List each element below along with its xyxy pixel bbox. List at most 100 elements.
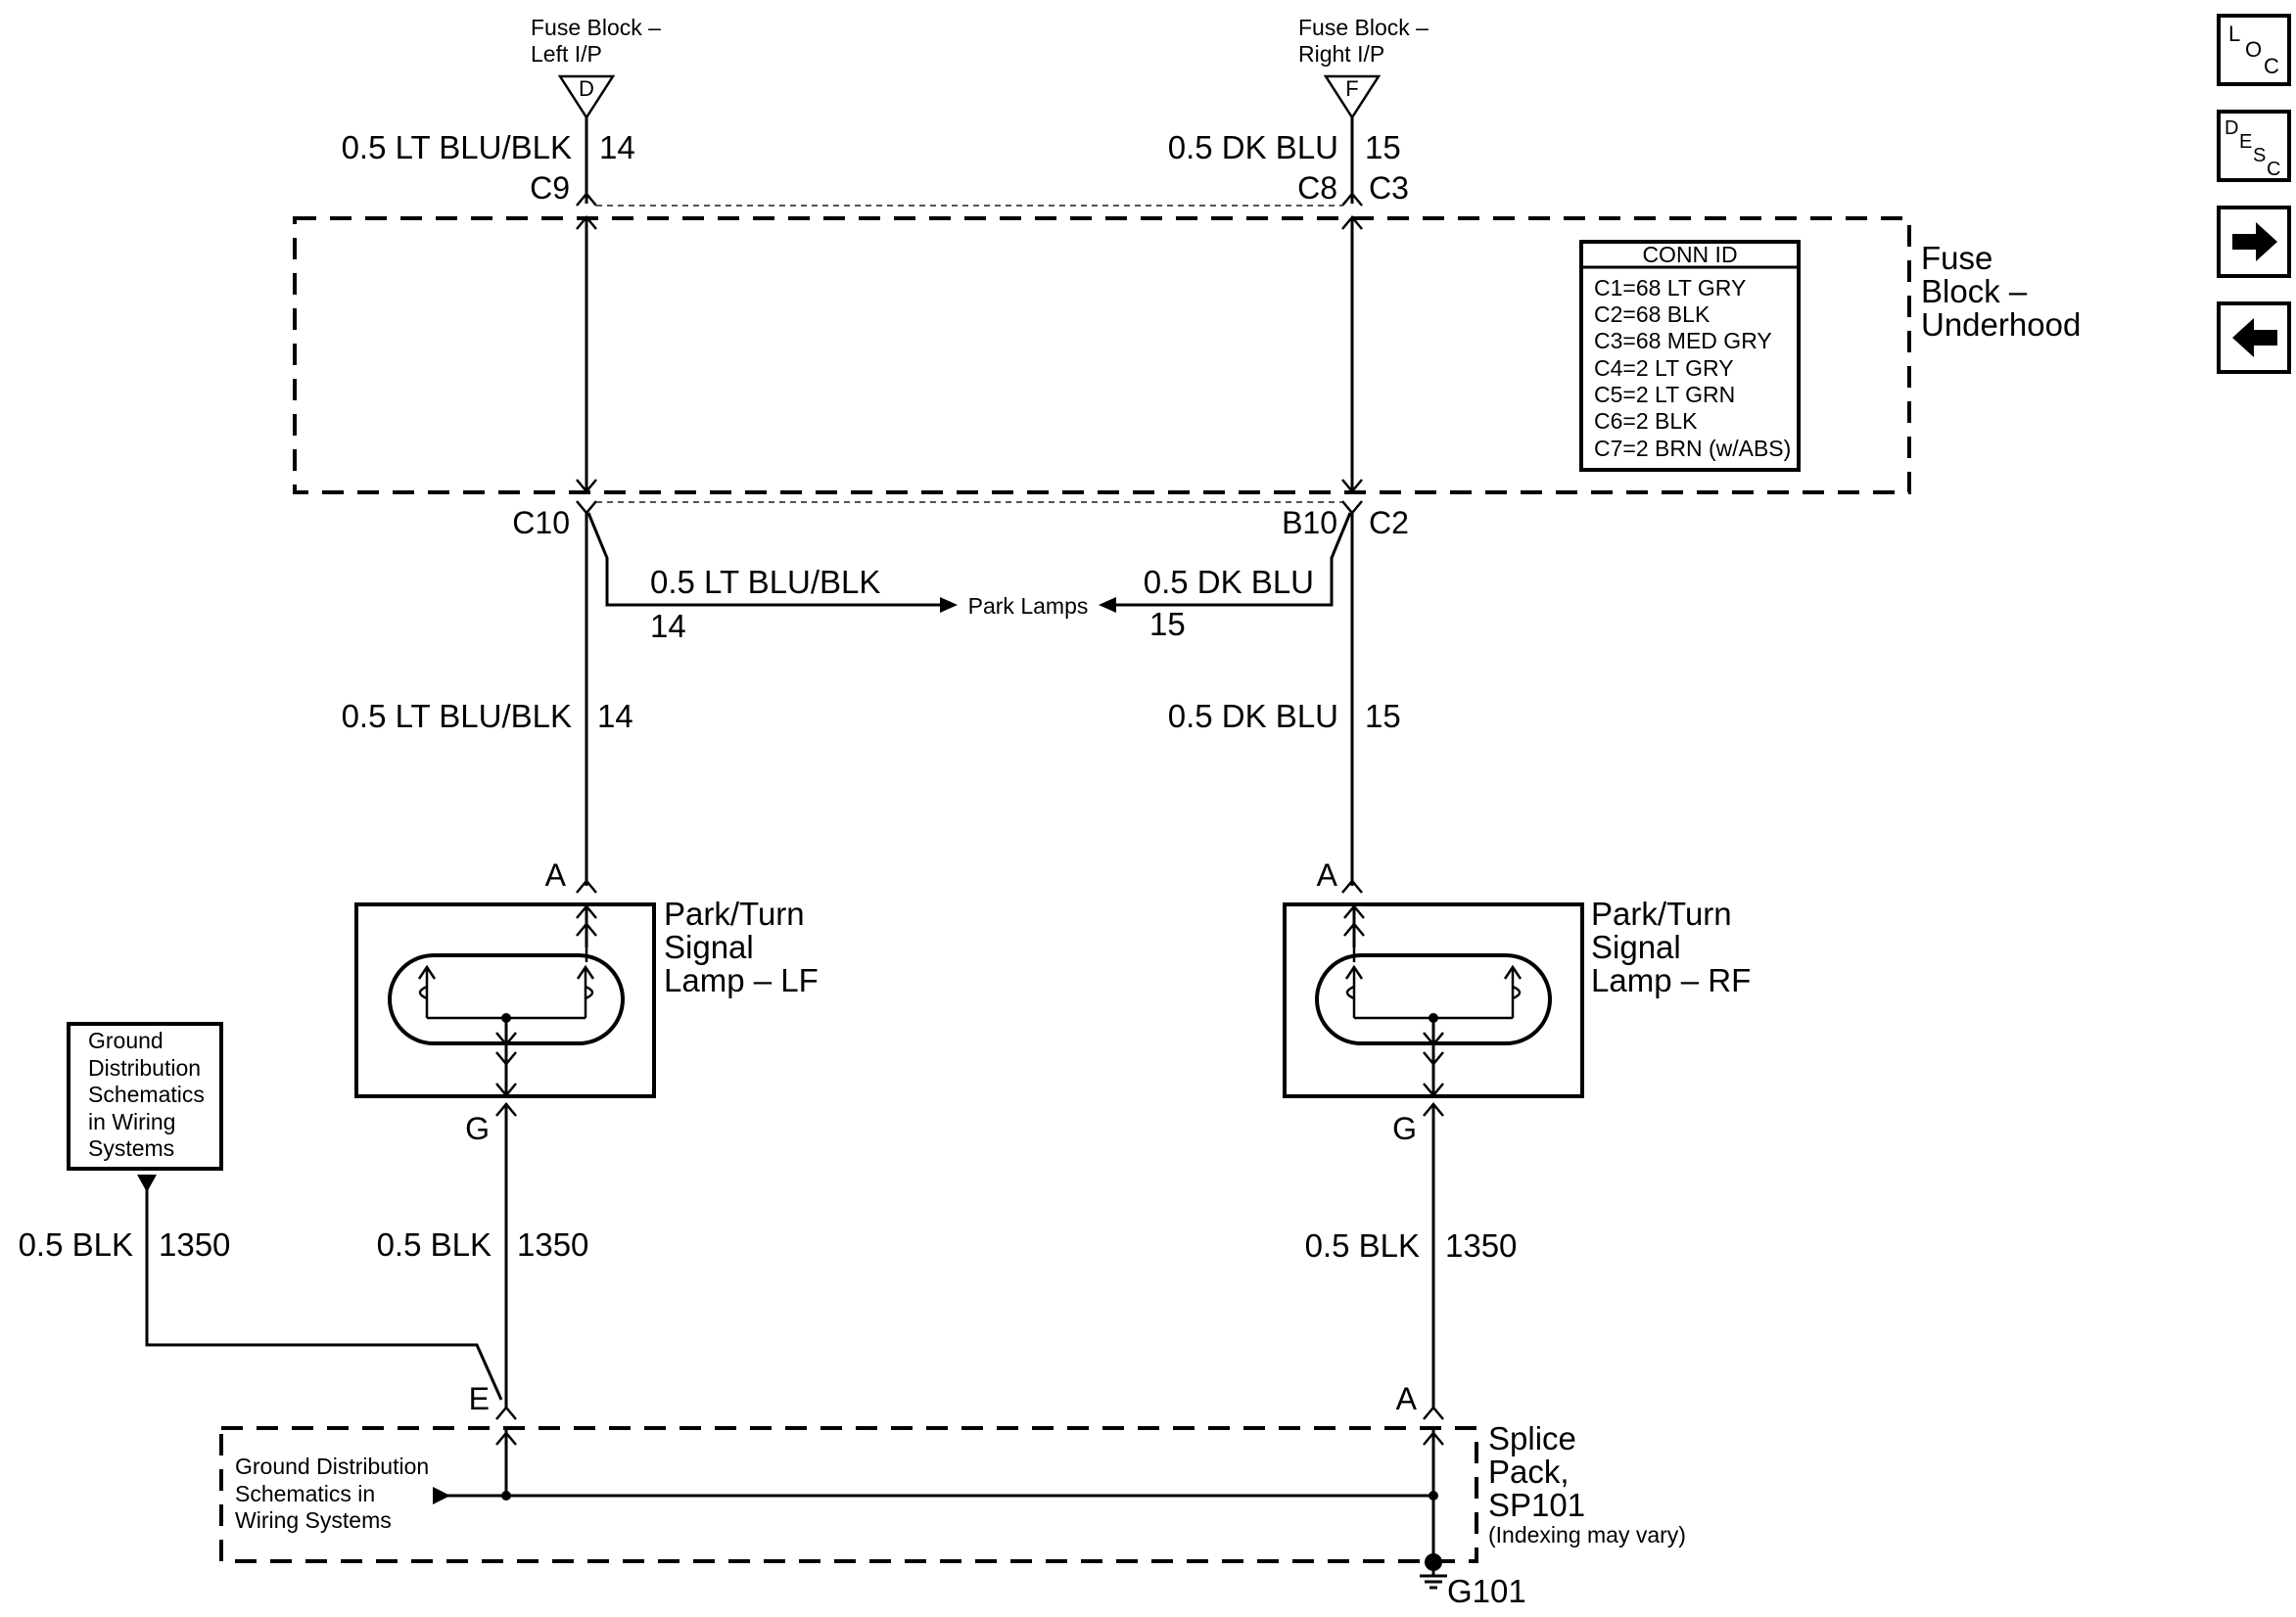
fuse-left-line2: Left I/P bbox=[531, 41, 602, 67]
pin-symbol-icon bbox=[576, 879, 597, 894]
loc-letter: O bbox=[2245, 37, 2262, 62]
wire-top-left-spec: 0.5 LT BLU/BLK bbox=[342, 129, 572, 165]
wire-gnd-far-left-spec: 0.5 BLK bbox=[19, 1226, 133, 1263]
arrow-up-icon bbox=[1343, 904, 1365, 919]
arrow-down-icon bbox=[1341, 479, 1363, 493]
ground-dist-line: Ground bbox=[88, 1028, 164, 1053]
lamp-rf-pin-a: A bbox=[1317, 857, 1338, 893]
fuse-source-left: Fuse Block – Left I/P D bbox=[531, 15, 661, 120]
arrow-down-icon bbox=[1423, 1032, 1444, 1046]
conn-id-row: C3=68 MED GRY bbox=[1594, 328, 1772, 353]
conn-id-row: C6=2 BLK bbox=[1594, 408, 1698, 434]
wire-top-right-spec: 0.5 DK BLU bbox=[1168, 129, 1338, 165]
lamp-rf-line2: Signal bbox=[1591, 929, 1681, 965]
splice-pack-note: (Indexing may vary) bbox=[1488, 1522, 1686, 1548]
arrow-up-icon bbox=[1423, 1431, 1444, 1446]
lamp-lf: A Park/Turn Signal Lamp – LF G bbox=[354, 857, 819, 1146]
wire-top-right-circuit: 15 bbox=[1365, 129, 1401, 165]
arrow-down-icon bbox=[576, 479, 597, 493]
ground-splice-dot-icon bbox=[1425, 1553, 1442, 1571]
fuse-right-line2: Right I/P bbox=[1298, 41, 1384, 67]
desc-button-frame[interactable] bbox=[2217, 110, 2291, 182]
arrow-down-icon bbox=[1423, 1051, 1444, 1066]
connector-c10-symbol-icon bbox=[576, 500, 597, 515]
splice-ground-reference[interactable]: Ground Distribution Schematics in Wiring… bbox=[235, 1454, 429, 1533]
arrow-up-icon bbox=[417, 964, 437, 980]
filament-coil-icon bbox=[418, 985, 428, 1000]
fuse-block-underhood-line1: Fuse bbox=[1921, 240, 1992, 276]
lamp-rf-line1: Park/Turn bbox=[1591, 896, 1732, 932]
connector-b10: B10 bbox=[1282, 505, 1337, 540]
splice-ground-ref-line[interactable]: Ground Distribution bbox=[235, 1454, 429, 1479]
conn-id-row: C7=2 BRN (w/ABS) bbox=[1594, 436, 1791, 461]
lamp-rf: A Park/Turn Signal Lamp – RF G bbox=[1283, 857, 1751, 1146]
lamp-rf-filament-icon bbox=[1352, 947, 1515, 1020]
splice-ground-ref-line[interactable]: Schematics in bbox=[235, 1481, 375, 1506]
park-lamps-wire-right bbox=[1116, 512, 1352, 607]
desc-letter: C bbox=[2267, 159, 2280, 180]
connector-c2: C2 bbox=[1369, 505, 1409, 540]
filament-coil-icon bbox=[585, 985, 594, 1000]
arrow-up-icon bbox=[495, 1431, 517, 1446]
wire-gnd-right-circuit: 1350 bbox=[1445, 1227, 1517, 1264]
arrow-down-icon bbox=[495, 1032, 517, 1046]
ground-distribution-box[interactable] bbox=[67, 1022, 223, 1171]
prev-button[interactable] bbox=[2217, 301, 2291, 374]
conn-id-title: CONN ID bbox=[1642, 242, 1737, 267]
arrow-up-icon bbox=[576, 215, 597, 230]
desc-button[interactable]: D E S C bbox=[2217, 110, 2291, 182]
arrow-up-icon bbox=[1343, 922, 1365, 937]
fuse-left-line1: Fuse Block – bbox=[531, 15, 661, 40]
lamp-rf-line3: Lamp – RF bbox=[1591, 962, 1751, 998]
arrow-right-icon bbox=[2232, 222, 2277, 261]
ground-dist-line: Distribution bbox=[88, 1055, 201, 1081]
ground-dist-line: Systems bbox=[88, 1135, 174, 1161]
ground-g101: G101 bbox=[1420, 1553, 1526, 1609]
lamp-rf-pin-g: G bbox=[1392, 1111, 1417, 1146]
park-lamps-right-spec: 0.5 DK BLU bbox=[1144, 564, 1314, 600]
lamp-lf-line2: Signal bbox=[664, 929, 754, 965]
fuse-left-letter: D bbox=[579, 76, 594, 101]
arrow-up-icon bbox=[1344, 964, 1364, 980]
wire-gnd-left-spec: 0.5 BLK bbox=[377, 1226, 492, 1263]
lamp-lf-pin-g: G bbox=[465, 1111, 490, 1146]
arrow-up-icon bbox=[1503, 964, 1523, 980]
wire-gnd-far-left-circuit: 1350 bbox=[159, 1226, 230, 1263]
splice-dot-icon bbox=[1429, 1491, 1438, 1501]
wire-mid-right-circuit: 15 bbox=[1365, 698, 1401, 734]
conn-id-row: C4=2 LT GRY bbox=[1594, 355, 1734, 381]
park-lamps-left-circuit: 14 bbox=[650, 608, 686, 644]
arrow-down-icon bbox=[495, 1083, 517, 1097]
loc-button-frame[interactable] bbox=[2217, 14, 2291, 86]
fuse-right-triangle-icon bbox=[1323, 74, 1382, 120]
splice-pin-a: A bbox=[1396, 1381, 1418, 1416]
ground-label: G101 bbox=[1447, 1573, 1526, 1609]
splice-pack-line1: Splice bbox=[1488, 1420, 1576, 1456]
park-lamps-label: Park Lamps bbox=[968, 593, 1089, 619]
park-lamps-wire-left bbox=[586, 512, 940, 607]
lamp-lf-filament-icon bbox=[425, 947, 588, 1020]
pin-symbol-icon bbox=[495, 1102, 517, 1117]
park-lamps-right-circuit: 15 bbox=[1149, 606, 1186, 642]
desc-letter: D bbox=[2225, 117, 2238, 139]
splice-pack-line2: Pack, bbox=[1488, 1454, 1570, 1490]
connector-c10: C10 bbox=[512, 505, 570, 540]
conn-id-row: C2=68 BLK bbox=[1594, 301, 1710, 327]
next-button[interactable] bbox=[2217, 206, 2291, 278]
splice-pack-line3: SP101 bbox=[1488, 1487, 1585, 1523]
conn-id-table: CONN ID C1=68 LT GRY C2=68 BLK C3=68 MED… bbox=[1579, 240, 1801, 472]
splice-dot-icon bbox=[501, 1491, 511, 1501]
desc-letter: S bbox=[2253, 145, 2266, 166]
splice-pin-e: E bbox=[469, 1381, 490, 1416]
conn-id-row: C1=68 LT GRY bbox=[1594, 275, 1746, 300]
splice-ground-ref-line[interactable]: Wiring Systems bbox=[235, 1507, 392, 1533]
conn-id-row: C5=2 LT GRN bbox=[1594, 382, 1735, 407]
connector-c9: C9 bbox=[530, 170, 570, 206]
wire-mid-left-circuit: 14 bbox=[597, 698, 633, 734]
loc-button[interactable]: L O C bbox=[2217, 14, 2291, 86]
arrow-up-icon bbox=[576, 904, 597, 919]
ground-distribution-reference[interactable]: Ground Distribution Schematics in Wiring… bbox=[67, 1022, 223, 1171]
filament-coil-icon bbox=[1345, 985, 1355, 1000]
splice-pack-boundary bbox=[219, 1426, 1478, 1563]
